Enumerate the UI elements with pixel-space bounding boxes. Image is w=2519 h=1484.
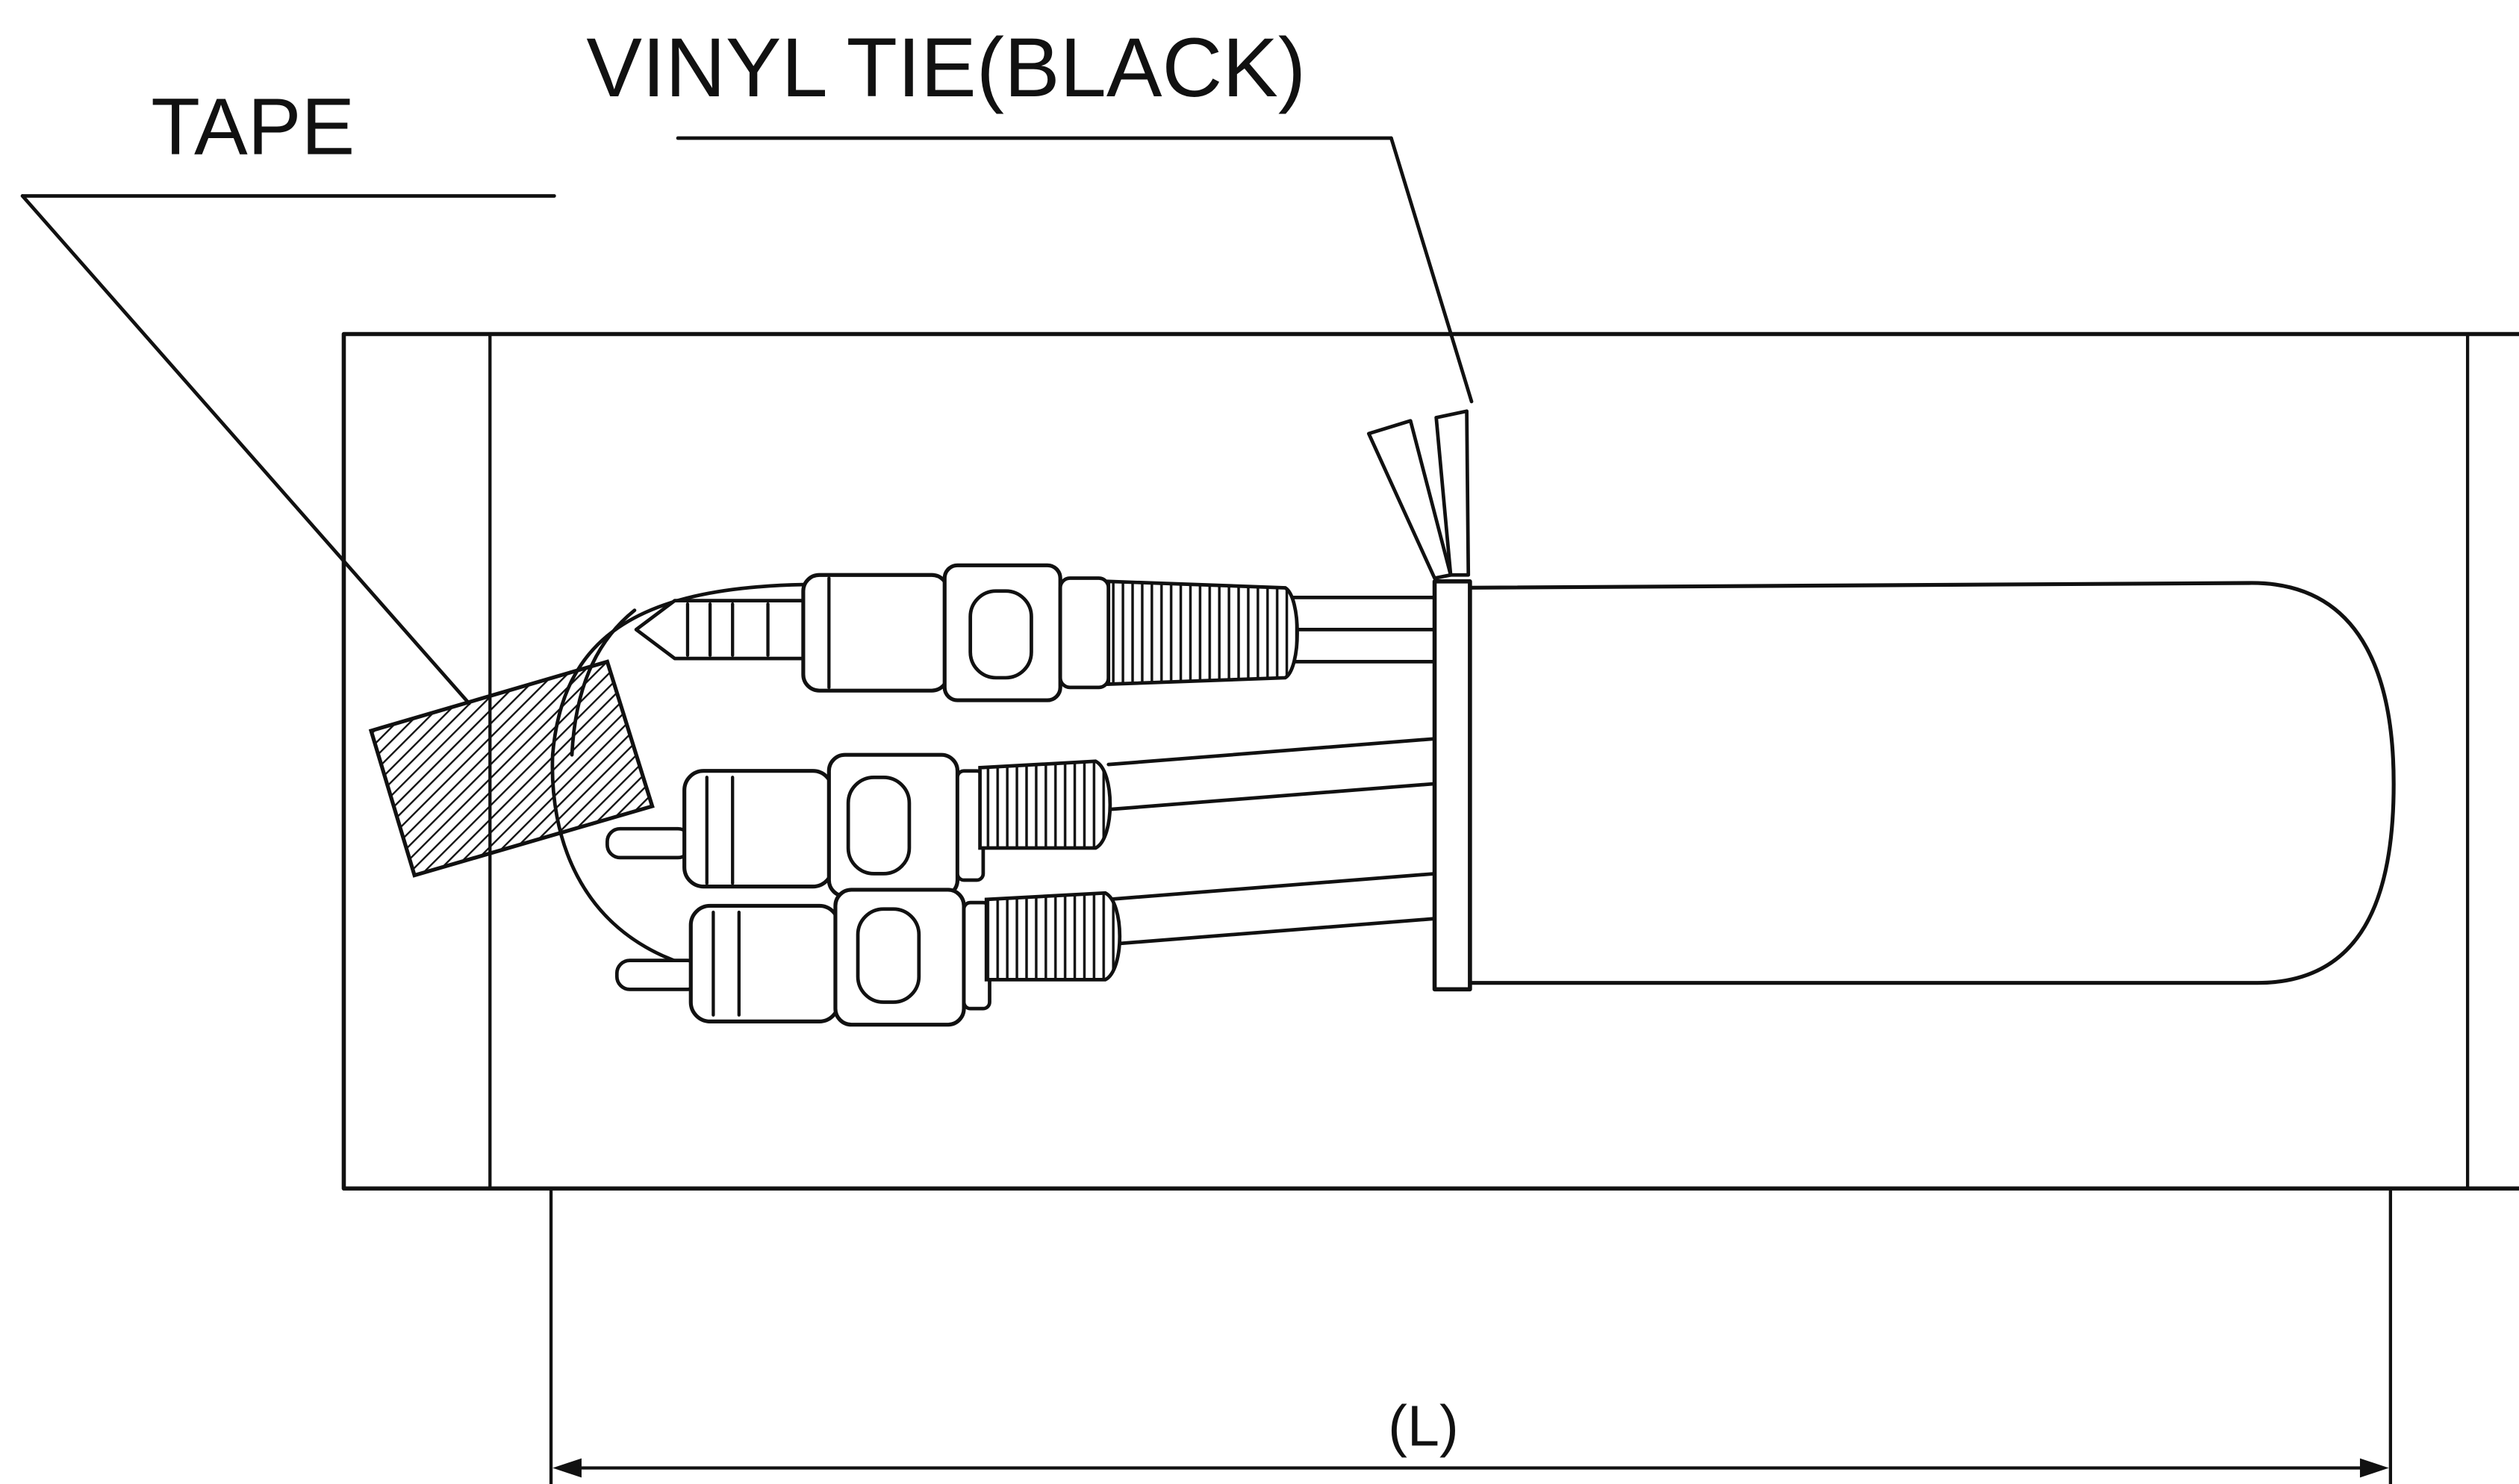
- leader-lines: [20, 136, 1474, 705]
- stereo-mini-plug: [634, 563, 1436, 702]
- dimension-arrow-right: [2359, 1458, 2389, 1478]
- dimension-arrow-left: [552, 1458, 582, 1478]
- length-label: (L): [1388, 1394, 1459, 1458]
- vinyl-tie-label: VINYL TIE(BLACK): [586, 21, 1306, 114]
- tape-label: TAPE: [151, 82, 355, 172]
- tape-patch: [368, 659, 655, 878]
- packaging-bag: [341, 331, 2519, 1191]
- rca-plug-upper: [605, 737, 1436, 899]
- rca-plug-lower: [614, 872, 1436, 1027]
- vinyl-tie: [1366, 409, 1472, 992]
- length-dimension: [549, 1186, 2393, 1484]
